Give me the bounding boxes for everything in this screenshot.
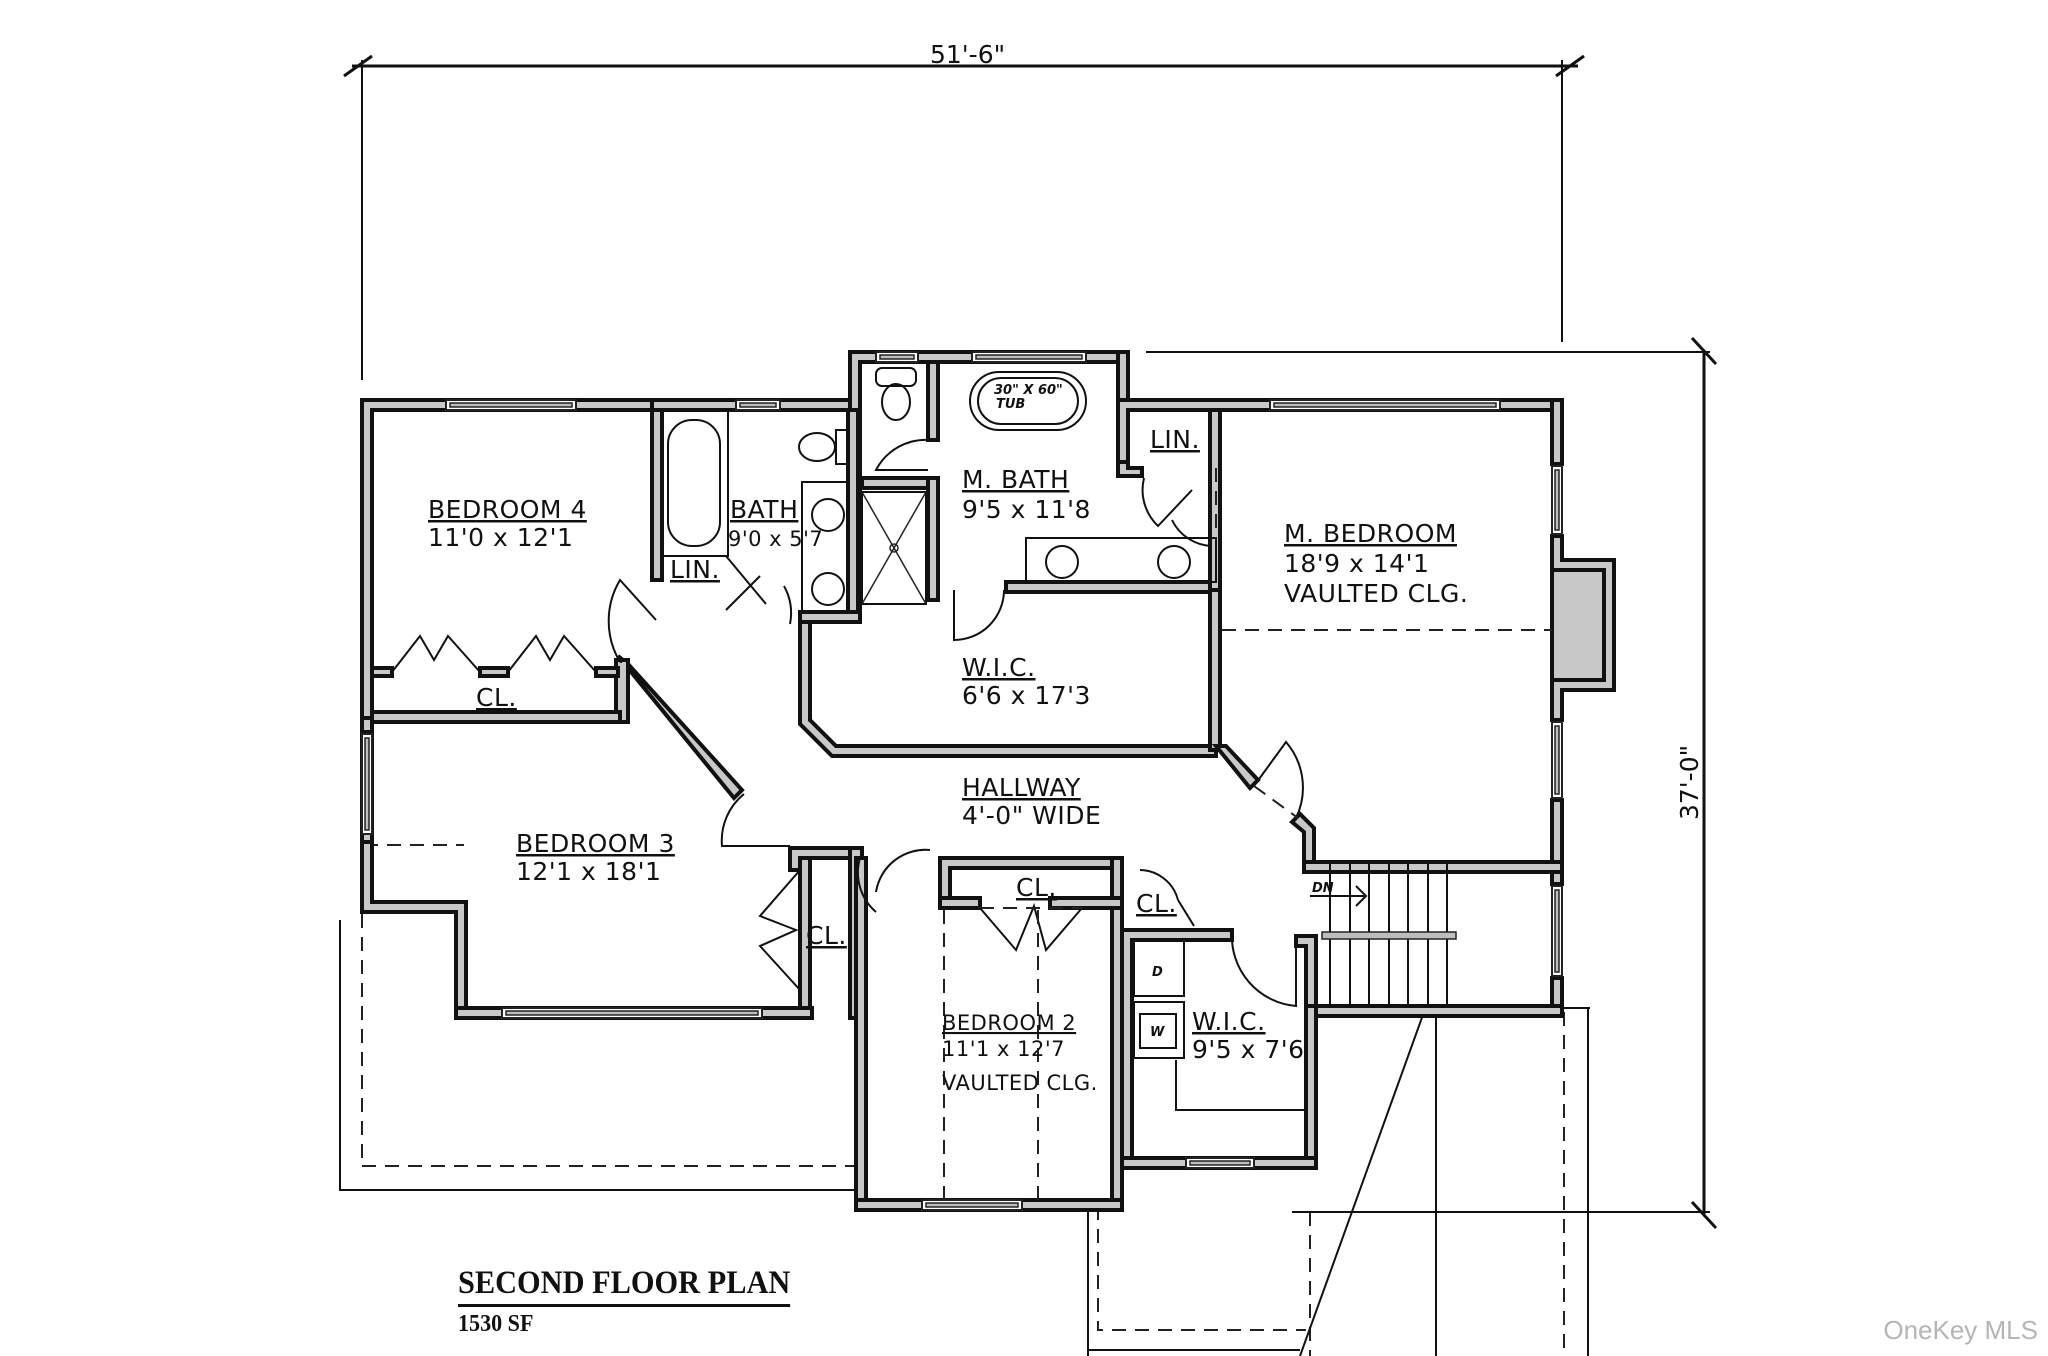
room-bedroom-2: BEDROOM 2 11'1 x 12'7 VAULTED CLG. <box>942 1011 1098 1095</box>
room-bedroom2-closet: CL. <box>1016 873 1057 902</box>
svg-text:VAULTED CLG.: VAULTED CLG. <box>1284 579 1468 608</box>
room-master-bath: M. BATH 9'5 x 11'8 <box>962 465 1091 524</box>
dimension-width: 51'-6" <box>343 40 1585 380</box>
room-bedroom-4: BEDROOM 4 11'0 x 12'1 <box>428 495 587 552</box>
svg-text:HALLWAY: HALLWAY <box>962 773 1081 802</box>
svg-text:BEDROOM 4: BEDROOM 4 <box>428 495 587 524</box>
svg-text:W.I.C.: W.I.C. <box>962 653 1036 682</box>
room-bedroom4-closet: CL. <box>476 683 517 712</box>
bedroom4-closet-doors <box>370 634 620 678</box>
svg-text:BEDROOM 3: BEDROOM 3 <box>516 829 675 858</box>
svg-text:12'1 x 18'1: 12'1 x 18'1 <box>516 857 661 886</box>
tub-label: TUB <box>996 397 1025 412</box>
windows <box>361 351 1563 1211</box>
svg-text:W.I.C.: W.I.C. <box>1192 1007 1266 1036</box>
room-hall-closet: CL. <box>1136 889 1177 918</box>
doors <box>607 438 1552 1200</box>
svg-text:LIN.: LIN. <box>1150 425 1200 454</box>
svg-text:BEDROOM 2: BEDROOM 2 <box>942 1011 1076 1035</box>
walls <box>360 350 1616 1212</box>
dimension-depth: 37'-0" <box>1146 336 1718 1230</box>
room-hallway: HALLWAY 4'-0" WIDE <box>962 773 1101 830</box>
svg-text:BATH: BATH <box>730 495 798 524</box>
room-master-bedroom: M. BEDROOM 18'9 x 14'1 VAULTED CLG. <box>1284 519 1468 608</box>
svg-text:M. BATH: M. BATH <box>962 465 1069 494</box>
stairs: DN <box>1310 862 1457 1006</box>
room-labels: BEDROOM 4 11'0 x 12'1 BATH 9'0 x 5'7 LIN… <box>428 425 1468 1095</box>
plan-title-block: SECOND FLOOR PLAN 1530 SF <box>458 1265 819 1338</box>
svg-text:CL.: CL. <box>806 921 847 950</box>
washer-label: W <box>1150 1025 1165 1040</box>
svg-text:9'5 x 7'6: 9'5 x 7'6 <box>1192 1035 1305 1064</box>
width-dimension-label: 51'-6" <box>930 40 1005 69</box>
fixtures: 30" X 60" TUB D W <box>661 367 1306 1111</box>
room-master-wic: W.I.C. 6'6 x 17'3 <box>962 653 1091 710</box>
room-master-linen: LIN. <box>1150 425 1200 454</box>
svg-text:9'5 x 11'8: 9'5 x 11'8 <box>962 495 1091 524</box>
room-laundry-wic: W.I.C. 9'5 x 7'6 <box>1192 1007 1305 1064</box>
svg-text:11'1 x 12'7: 11'1 x 12'7 <box>942 1037 1065 1061</box>
room-bedroom3-closet: CL. <box>806 921 847 950</box>
dryer-label: D <box>1152 965 1163 980</box>
svg-text:9'0 x 5'7: 9'0 x 5'7 <box>728 527 823 551</box>
stair-direction-label: DN <box>1312 881 1334 896</box>
svg-text:18'9 x 14'1: 18'9 x 14'1 <box>1284 549 1429 578</box>
plan-square-footage: 1530 SF <box>458 1311 534 1337</box>
svg-text:M. BEDROOM: M. BEDROOM <box>1284 519 1457 548</box>
svg-text:CL.: CL. <box>1016 873 1057 902</box>
svg-text:6'6 x 17'3: 6'6 x 17'3 <box>962 681 1091 710</box>
room-bedroom-3: BEDROOM 3 12'1 x 18'1 <box>516 829 675 886</box>
room-bath-linen: LIN. <box>670 555 720 584</box>
room-bath: BATH 9'0 x 5'7 <box>728 495 823 551</box>
mls-watermark: OneKey MLS <box>1883 1315 2038 1345</box>
svg-text:4'-0" WIDE: 4'-0" WIDE <box>962 801 1101 830</box>
svg-text:CL.: CL. <box>476 683 517 712</box>
tub-size-label: 30" X 60" <box>994 383 1063 398</box>
svg-text:11'0 x 12'1: 11'0 x 12'1 <box>428 523 573 552</box>
depth-dimension-label: 37'-0" <box>1675 745 1704 820</box>
svg-text:CL.: CL. <box>1136 889 1177 918</box>
plan-title: SECOND FLOOR PLAN <box>458 1265 791 1307</box>
svg-text:VAULTED CLG.: VAULTED CLG. <box>942 1071 1098 1095</box>
svg-text:LIN.: LIN. <box>670 555 720 584</box>
